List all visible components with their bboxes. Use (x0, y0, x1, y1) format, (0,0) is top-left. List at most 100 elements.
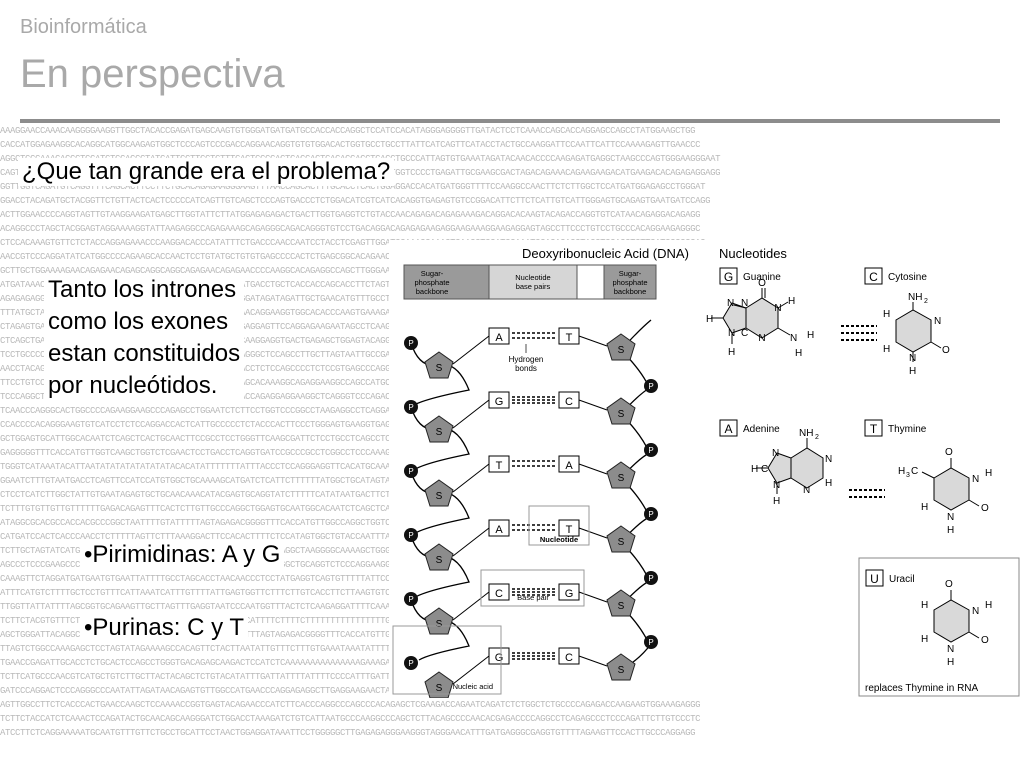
base-letter-box (719, 267, 738, 285)
phosphate-label: P (648, 446, 653, 455)
uracil-panel: U Uracil O O N H N H H H replaces Thymin… (858, 557, 1020, 697)
atom-subscript: 2 (815, 434, 819, 441)
base-connector (452, 655, 490, 685)
sequence-line: GGAATCTTTGTAATGACCTCAGTTCCATCCATGTGGCTGC… (0, 476, 701, 486)
dna-title: Deoxyribonucleic Acid (DNA) (522, 246, 689, 261)
legend-text: Nucleotide (515, 273, 550, 282)
sugar-label: S (436, 427, 443, 438)
atom-H: H (909, 366, 916, 377)
atom-N: N (972, 474, 979, 485)
base-letter: G (565, 588, 574, 600)
base-letter: T (566, 332, 573, 344)
bullet-purinas: •Purinas: C y T (80, 614, 249, 642)
sequence-line: TTTATGCTAATATTTTCAGACTTCTGGTCACCACTGCCTT… (0, 308, 696, 318)
base-letter: C (565, 396, 573, 408)
uracil-note: replaces Thymine in RNA (865, 683, 979, 694)
base-box-left (488, 519, 510, 537)
base-letter-box (719, 419, 738, 437)
sugar-left (424, 479, 454, 507)
legend-text: backbone (614, 287, 647, 296)
base-name: Uracil (889, 574, 915, 585)
base-box-right (558, 391, 580, 409)
atom-C: C (911, 466, 918, 477)
sugar-left (424, 607, 454, 635)
sugar-label: S (618, 537, 625, 548)
title-divider (20, 119, 1000, 123)
sugar-label: S (436, 363, 443, 374)
sequence-line: ACTTGGAACCCCAGGTAGTTGTAAGGAAGATGAGCTTGGT… (0, 210, 701, 220)
atom-subscript: 2 (924, 298, 928, 305)
atom-H: H (788, 296, 795, 307)
nucleotide-label: Nucleotide (540, 535, 578, 544)
sequence-line: TTGGTTATTATTTTAGCGGTGCAGAAGTTGCTTAGTTTGA… (0, 602, 701, 612)
atom-H: H (921, 600, 928, 611)
methyl-bond (921, 471, 935, 479)
base-letter: U (870, 572, 879, 586)
base-name: Guanine (743, 272, 781, 283)
base-box-left (488, 391, 510, 409)
carbonyl-bond (968, 499, 980, 507)
phosphate-left (404, 528, 418, 542)
backbone-left (410, 342, 470, 661)
sequence-line: TCCTGCCCCAGCCCAGAGTAGGCAGCCAGGCTCCCAAGGA… (0, 350, 711, 360)
sugar-label: S (436, 619, 443, 630)
base-letter: A (724, 422, 732, 436)
phosphate-label: P (648, 638, 653, 647)
atom-H: H (773, 496, 780, 507)
sugar-label: S (618, 409, 625, 420)
sugar-left (424, 415, 454, 443)
base-letter: T (566, 524, 573, 536)
dna-legend: Sugar- phosphate backbone Nucleotide bas… (403, 264, 657, 300)
atom-N: N (934, 316, 941, 327)
sequence-line: CATGATCCACTCACCCAACCTCTTTTTAGTTCTTTAAAGG… (0, 532, 706, 542)
sequence-line: GGACCTACAGATGCTACGGTTCTGTTACTCACTCCCCCAT… (0, 196, 711, 206)
atom-H: H (985, 600, 992, 611)
purine-five-ring (767, 452, 792, 484)
phosphate-label: P (408, 659, 413, 668)
base-letter-box (865, 569, 884, 587)
legend-backbone-left (403, 264, 490, 300)
h-bond (777, 301, 789, 309)
sequence-line: TCTTCTACCATCTCAAACTCCAGATACTGCAACAGCAAGG… (0, 714, 701, 724)
atom-H: H (795, 348, 802, 359)
phosphate-label: P (648, 382, 653, 391)
phosphate-label: P (408, 339, 413, 348)
base-box-left (488, 583, 510, 601)
hydrogen-bonds-label: bonds (515, 364, 537, 373)
sequence-line: CACCATGGAGAAGGCACAGGCATGGCAAGAGTGGCTCCCA… (0, 140, 701, 150)
base-connector (578, 335, 608, 347)
atom-H: H (706, 314, 713, 325)
sequence-line: CAAAGTTCTAGGATGATGAATGTGAATTATTTTGCCTAGC… (0, 574, 701, 584)
sugar-label: S (436, 555, 443, 566)
base-connector (578, 527, 608, 539)
sugar-right (606, 525, 636, 553)
sequence-line: CTCAGCTGAGGCAAAGGGAGCTGTTGAGGTGCCAGCAGGC… (0, 336, 691, 346)
sugar-label: S (436, 491, 443, 502)
atom-N: N (758, 333, 765, 344)
sugar-left (424, 543, 454, 571)
sequence-line: TCTTCATGCCCAACGTCATGCTGTCTTGCTTACTACAGCT… (0, 672, 701, 682)
phosphate-left (404, 464, 418, 478)
phosphate-label: P (648, 574, 653, 583)
sequence-line: ACAGGCCCTAGCTACGGAGTAGGAAAAGGTATTAAGAGGC… (0, 224, 701, 234)
double-bond (733, 304, 747, 309)
sequence-line: GATCCCAGGACTCCCAGGGCCCAATATTAGATAACAGAGT… (0, 686, 701, 696)
sequence-line: AACCTACAGGATGCTGGCTCTTTCCGTGACTCTCCCTACG… (0, 364, 696, 374)
bullet-pirimidinas: •Pirimidinas: A y G (80, 541, 285, 569)
atom-H: H (883, 344, 890, 355)
sequence-line: GCTTGCTGGAAAAGAACAGAGAACAGAGCAGGCAGGCAGA… (0, 266, 696, 276)
atom-N: N (772, 448, 779, 459)
phosphate-right (644, 635, 658, 649)
atom-C: C (761, 464, 768, 475)
legend-text: Sugar- (421, 269, 444, 278)
legend-text: Sugar- (619, 269, 642, 278)
sugar-left (424, 671, 454, 698)
guanine-structure: G Guanine O H N N N H H N C H N H N (706, 267, 814, 359)
atom-H: H (947, 525, 954, 536)
phosphate-left (404, 592, 418, 606)
sequence-line: CCACCCCACAGGGAAGTGTCATCCTCTCCAGGACCACTCA… (0, 420, 701, 430)
body-line: Tanto los intrones (48, 276, 237, 303)
base-box-right (558, 583, 580, 601)
sequence-line: ATAGGCGCACGCCACCACGCCCGGCTAATTTTGTATTTTT… (0, 518, 696, 528)
sequence-line: TGGGTCATAAATACATTAATATATATATATATATACACAT… (0, 462, 706, 472)
